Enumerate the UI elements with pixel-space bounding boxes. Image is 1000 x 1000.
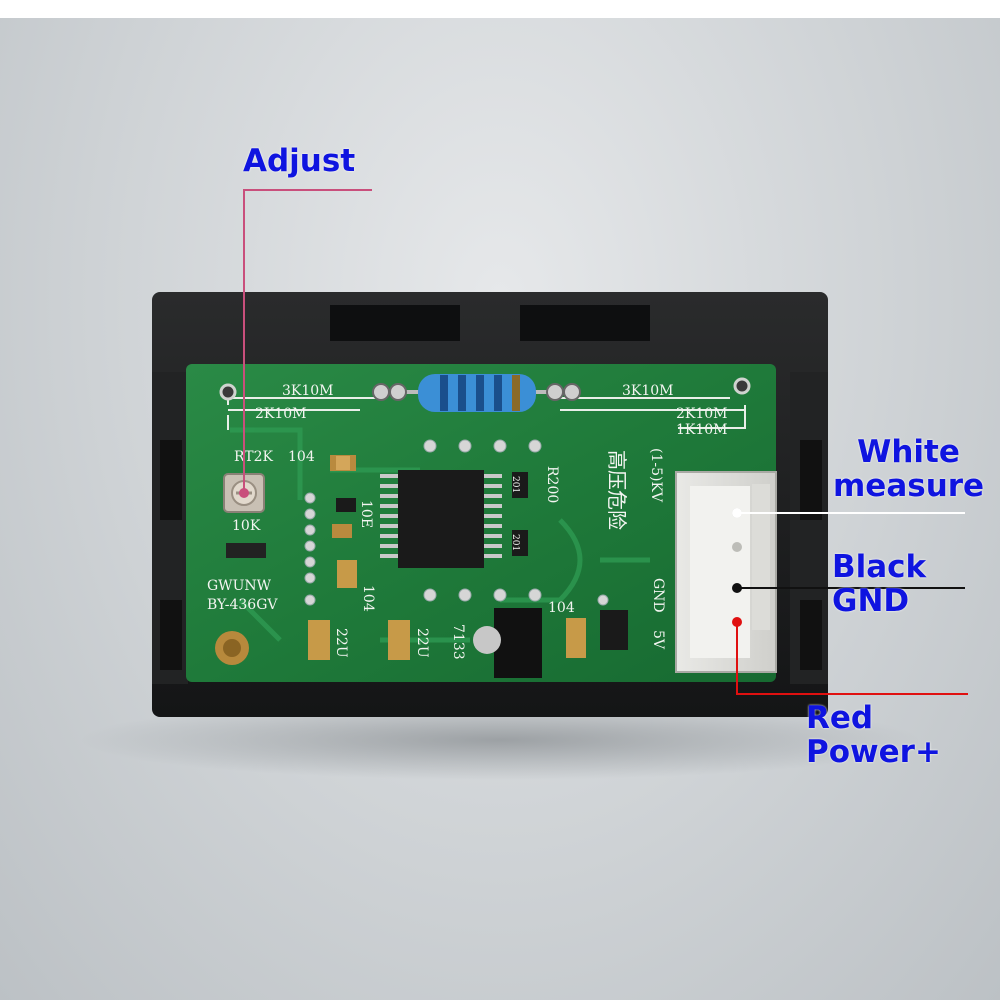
silk-201-a: 201: [510, 476, 520, 493]
silk-10e: 10E: [358, 500, 374, 528]
silk-gwunw: GWUNW: [207, 578, 272, 594]
silk-gnd: GND: [650, 578, 666, 613]
silk-3k10m-right: 3K10M: [622, 383, 674, 399]
silk-range: (1-5)KV: [648, 448, 664, 503]
adjust-leader-line: [243, 189, 372, 493]
white-label-line1: White: [857, 434, 960, 470]
white-leader-dot: [732, 508, 742, 518]
floor-shadow: [80, 700, 920, 780]
silk-3k10m-left: 3K10M: [282, 383, 334, 399]
silk-2k10m-left: 2K10M: [255, 406, 307, 422]
smd-components: [226, 455, 628, 678]
white-measure-label: White measure: [833, 435, 984, 503]
silk-10k: 10K: [232, 518, 261, 534]
ic-chip: [380, 470, 502, 568]
black-gnd-label: Black GND: [832, 549, 927, 620]
silk-5v: 5V: [650, 630, 666, 650]
silk-r200: R200: [544, 466, 560, 503]
silk-22u-a: 22U: [333, 628, 349, 658]
silk-104-bottom: 104: [548, 600, 575, 616]
white-label-line2: measure: [833, 468, 985, 505]
red-power-label: Red Power+: [806, 700, 941, 771]
black-leader-dot: [732, 583, 742, 593]
silk-model: BY-436GV: [207, 597, 278, 613]
red-leader-line: [736, 622, 968, 695]
white-connector: [675, 471, 777, 673]
red-leader-dot: [732, 617, 742, 627]
silk-104-mid: 104: [360, 585, 376, 612]
silk-rt2k: RT2K: [234, 449, 274, 465]
silk-2k10m-right: 2K10M: [676, 406, 728, 422]
resistor: [372, 374, 581, 412]
pcb-vias: [304, 439, 609, 606]
silk-warning: 高压危险: [605, 450, 629, 530]
adjust-label: Adjust: [243, 143, 356, 179]
silk-1k10m: 1K10M: [676, 422, 728, 438]
silk-22u-b: 22U: [414, 628, 430, 658]
silk-7133: 7133: [450, 624, 466, 660]
silk-201-b: 201: [510, 534, 520, 551]
top-border: [0, 0, 1000, 18]
silk-104-top: 104: [288, 449, 315, 465]
leader-lines: [239, 189, 968, 695]
adjust-leader-dot: [239, 488, 249, 498]
